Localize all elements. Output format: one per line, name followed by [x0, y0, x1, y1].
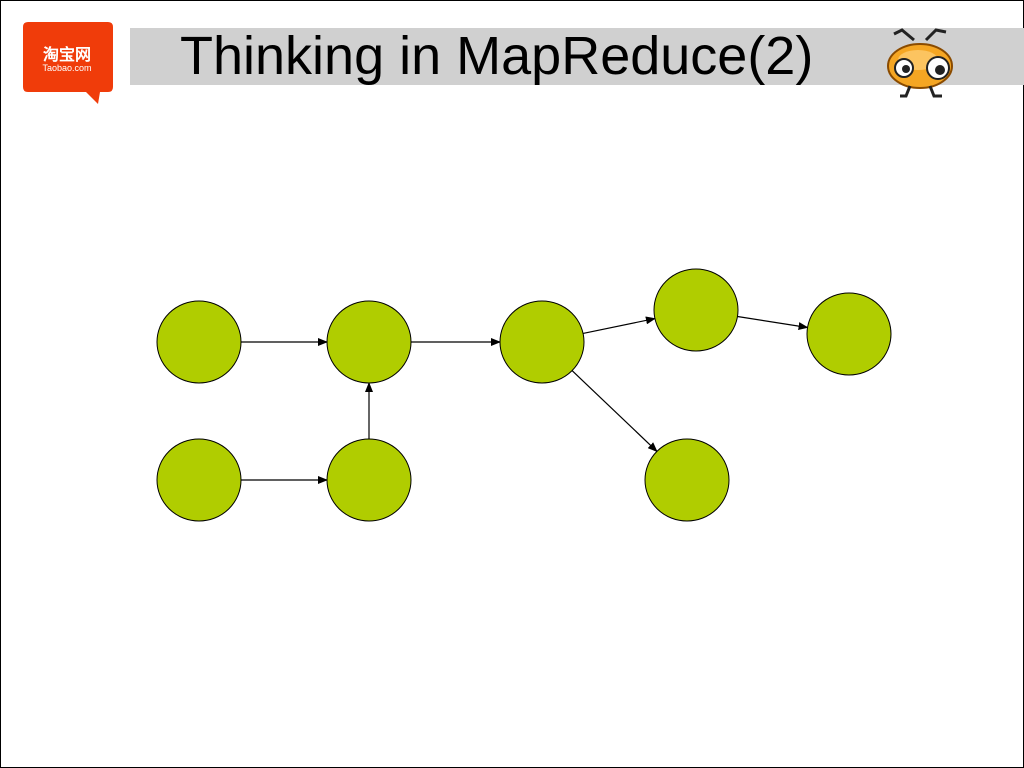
page-title: Thinking in MapReduce(2) [180, 26, 814, 86]
edge-arrow-n3-n4 [582, 316, 656, 335]
edge-arrow-n3-n6 [571, 370, 658, 453]
logo-brand-cn: 淘宝网 [42, 45, 91, 64]
diagram-node-n3 [499, 300, 585, 384]
diagram-node-n8 [326, 438, 412, 522]
logo-brand-en: Taobao.com [42, 63, 92, 73]
diagram-node-n2 [326, 300, 412, 384]
diagram-node-n6 [644, 438, 730, 522]
edge-arrow-n4-n5 [737, 315, 809, 331]
title-bar [130, 28, 1024, 85]
diagram-node-n1 [156, 300, 242, 384]
diagram-node-n7 [156, 438, 242, 522]
diagram-node-n5 [806, 292, 892, 376]
logo-badge-icon [23, 22, 113, 104]
ant-mascot-icon [880, 26, 960, 98]
taobao-logo: 淘宝网 Taobao.com [22, 22, 114, 104]
diagram-node-n4 [653, 268, 739, 352]
